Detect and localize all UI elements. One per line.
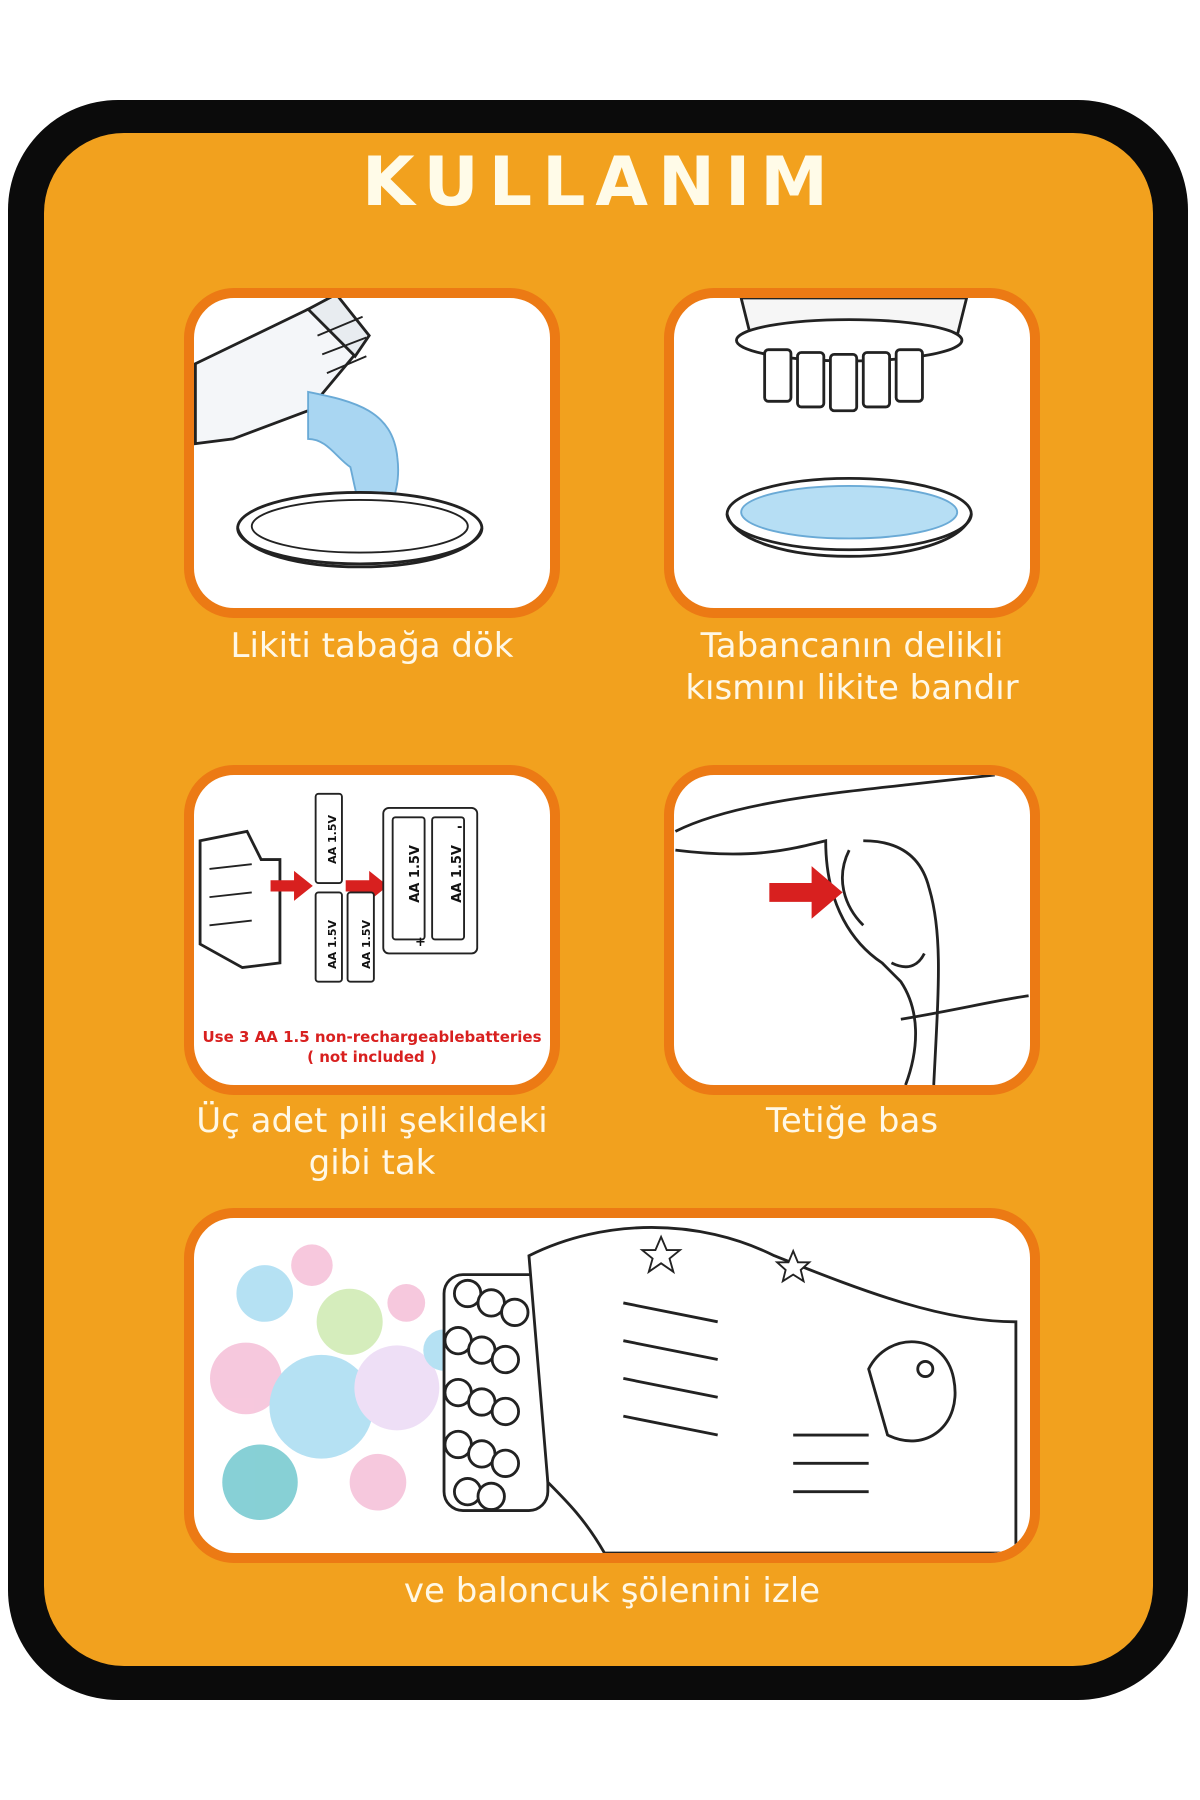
battery-note-line1: Use 3 AA 1.5 non-rechargeablebatteries	[202, 1028, 542, 1046]
battery-label: AA 1.5V	[360, 920, 373, 969]
step-trigger-caption: Tetiğe bas	[765, 1101, 939, 1141]
star-icon	[639, 1234, 683, 1275]
step-enjoy-card	[184, 1208, 1040, 1563]
arrow-right-icon	[769, 866, 843, 919]
battery-illustration	[198, 792, 479, 983]
page-title: KULLANIM	[362, 143, 838, 222]
step-pour-caption: Likiti tabağa dök	[230, 626, 514, 666]
battery-icon	[391, 816, 426, 941]
star-icon	[774, 1248, 812, 1284]
battery-plus: +	[415, 935, 426, 950]
battery-label: AA 1.5V	[408, 845, 423, 903]
step-dip-card	[664, 288, 1040, 618]
battery-label: AA 1.5V	[326, 815, 339, 864]
battery-icon	[346, 891, 375, 983]
battery-label: AA 1.5V	[450, 845, 465, 903]
step-dip-caption-line1: Tabancanın delikli	[700, 626, 1004, 666]
dip-gun-illustration	[725, 298, 973, 558]
step-pour-card	[184, 288, 560, 618]
step-battery-card: Use 3 AA 1.5 non-rechargeablebatteries (…	[184, 765, 560, 1095]
trigger-gun-illustration	[674, 775, 1029, 1085]
battery-icon	[314, 891, 343, 983]
pour-liquid-illustration	[194, 298, 484, 569]
battery-minus: -	[457, 820, 463, 835]
arrow-right-icon	[270, 870, 313, 901]
arrow-right-icon	[345, 870, 388, 901]
battery-icon	[431, 816, 466, 941]
battery-icon	[314, 792, 343, 884]
step-battery-caption-line2: gibi tak	[308, 1143, 436, 1183]
step-trigger-card	[664, 765, 1040, 1095]
step-enjoy-caption: ve baloncuk şölenini izle	[403, 1571, 821, 1611]
step-battery-caption-line1: Üç adet pili şekildeki	[196, 1101, 548, 1141]
battery-note-line2: ( not included )	[307, 1048, 437, 1066]
step-battery-caption: Üç adet pili şekildeki gibi tak	[184, 1100, 560, 1184]
battery-label: AA 1.5V	[326, 920, 339, 969]
step-dip-caption-line2: kısmını likite bandır	[685, 668, 1019, 708]
step-dip-caption: Tabancanın delikli kısmını likite bandır	[664, 625, 1040, 709]
bubble-gun-illustration	[210, 1226, 1018, 1553]
battery-note: Use 3 AA 1.5 non-rechargeablebatteries (…	[194, 1027, 550, 1067]
